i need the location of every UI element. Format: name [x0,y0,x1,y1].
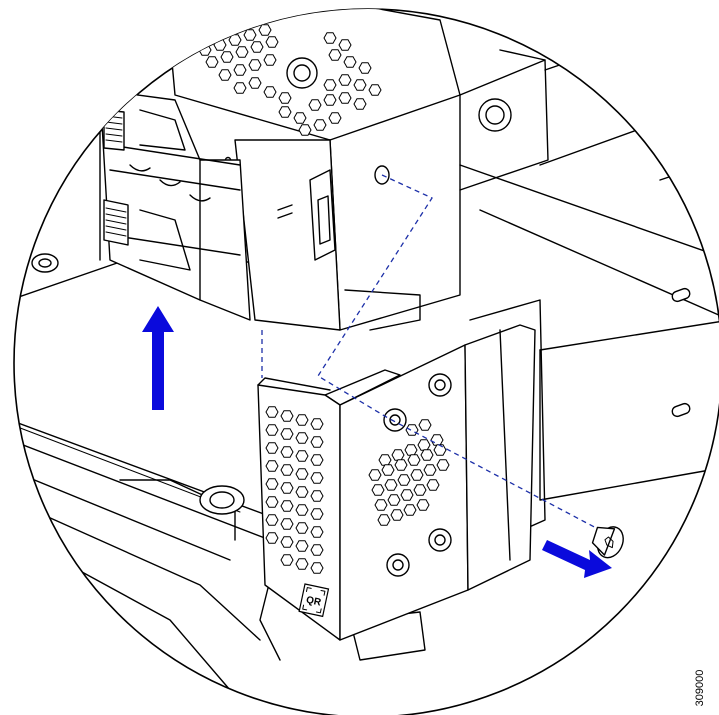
arrow-down-right-icon [542,540,612,578]
drive-cage [169,9,549,331]
qr-label: QR [305,595,323,609]
arrow-up-icon [142,306,174,410]
torx-screw-icon [591,526,624,559]
connector-ridges [105,115,127,237]
alignment-leaders [261,174,601,531]
qr-tag: QR [298,583,330,618]
cover-bracket: QR [257,324,536,641]
figure-number: 309000 [694,669,706,707]
